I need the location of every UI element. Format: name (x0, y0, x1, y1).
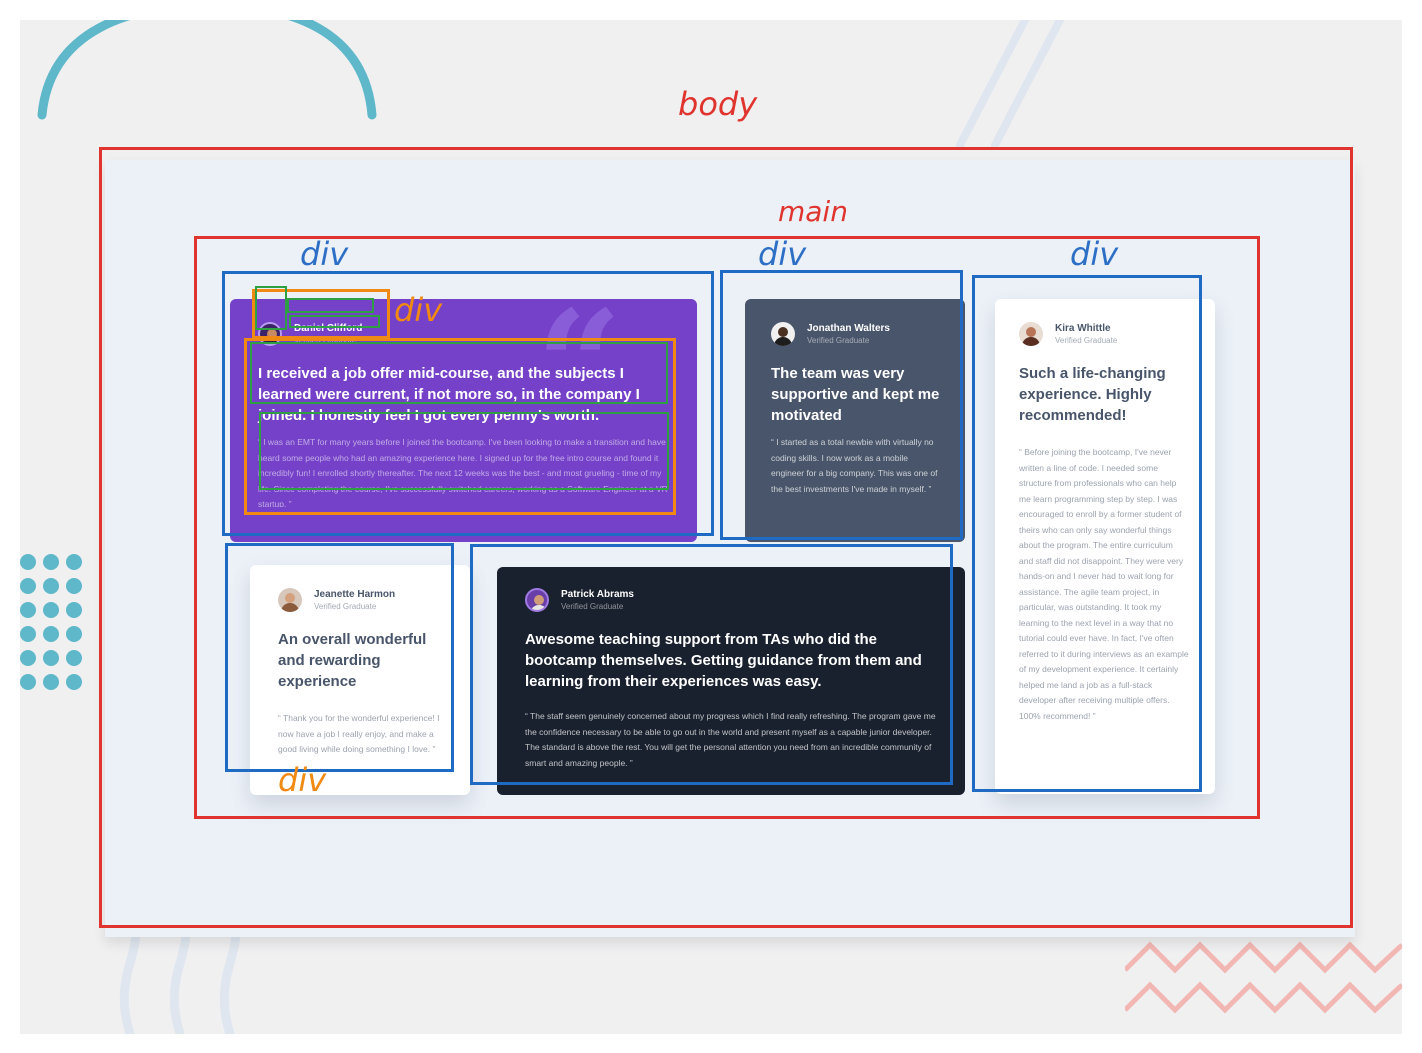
annotation-box-name (287, 298, 374, 313)
dot (20, 626, 36, 642)
dot (43, 554, 59, 570)
annotation-box-role (289, 315, 380, 328)
annotation-box-div (252, 289, 390, 339)
dot-grid-pattern (20, 554, 82, 690)
testimonial-quote: “ Before joining the bootcamp, I've neve… (1019, 447, 1189, 721)
author-role: Verified Graduate (314, 602, 377, 611)
arc-shape (37, 20, 377, 120)
testimonial-card-jeanette: Jeanette Harmon Verified Graduate An ove… (250, 565, 470, 795)
author-role: Verified Graduate (1055, 336, 1118, 345)
dot (43, 578, 59, 594)
avatar (525, 588, 549, 612)
testimonial-quote: “ The staff seem genuinely concerned abo… (525, 711, 936, 768)
quote-mark-icon: “ (536, 299, 623, 454)
annotation-label-div: div (278, 761, 327, 799)
annotation-box-main (194, 236, 1260, 819)
annotation-box-img (255, 286, 287, 330)
testimonial-headline: Awesome teaching support from TAs who di… (525, 631, 922, 690)
author: Jonathan Walters Verified Graduate (771, 322, 890, 346)
author: Patrick Abrams Verified Graduate (525, 588, 634, 612)
testimonial-headline: The team was very supportive and kept me… (771, 365, 940, 424)
dot (20, 578, 36, 594)
dot (20, 554, 36, 570)
dot (66, 674, 82, 690)
diagonal-lines-pattern (956, 20, 1064, 149)
testimonial-card-patrick: Patrick Abrams Verified Graduate Awesome… (497, 567, 965, 795)
zigzag-pattern (1125, 941, 1402, 1014)
dot (20, 650, 36, 666)
avatar (1019, 322, 1043, 346)
dot (43, 674, 59, 690)
dot (20, 602, 36, 618)
author-name: Jeanette Harmon (314, 589, 396, 600)
testimonial-headline: Such a life-changing experience. Highly … (1019, 365, 1166, 424)
dot (43, 626, 59, 642)
dot (20, 674, 36, 690)
author-name: Daniel Clifford (294, 323, 363, 334)
testimonial-card-jonathan: Jonathan Walters Verified Graduate The t… (745, 299, 965, 542)
annotation-box-div (972, 275, 1202, 792)
author-name: Jonathan Walters (807, 323, 890, 334)
testimonial-headline: An overall wonderful and rewarding exper… (278, 631, 427, 690)
author: Kira Whittle Verified Graduate (1019, 322, 1117, 346)
testimonial-quote: “ Thank you for the wonderful experience… (278, 713, 440, 754)
dot (66, 554, 82, 570)
annotation-box-div (720, 270, 963, 540)
annotation-label-body: body (678, 85, 758, 123)
author-role: Verified Graduate (807, 336, 870, 345)
testimonial-headline: I received a job offer mid-course, and t… (258, 365, 640, 424)
annotation-box-div (244, 338, 676, 515)
dot (66, 650, 82, 666)
dot (66, 578, 82, 594)
annotation-box-div (222, 271, 714, 536)
author-name: Patrick Abrams (561, 589, 634, 600)
annotation-label-div: div (394, 291, 443, 329)
avatar (771, 322, 795, 346)
annotation-label-div: div (758, 235, 807, 273)
annotation-label-div: div (300, 235, 349, 273)
author-role: Verified Graduate (561, 602, 624, 611)
author-name: Kira Whittle (1055, 323, 1111, 334)
annotation-box-body (99, 147, 1353, 928)
testimonial-quote: “ I started as a total newbie with virtu… (771, 437, 938, 494)
dot (43, 650, 59, 666)
annotation-label-main: main (778, 195, 848, 228)
dot (43, 602, 59, 618)
avatar (278, 588, 302, 612)
annotation-label-div: div (1070, 235, 1119, 273)
annotation-box-quote (259, 412, 669, 490)
dot (66, 626, 82, 642)
annotation-box-div (470, 544, 953, 785)
annotation-box-div (225, 543, 454, 772)
author: Jeanette Harmon Verified Graduate (278, 588, 395, 612)
annotation-box-headline (250, 342, 668, 404)
dot (66, 602, 82, 618)
testimonial-card-kira: Kira Whittle Verified Graduate Such a li… (995, 299, 1215, 794)
